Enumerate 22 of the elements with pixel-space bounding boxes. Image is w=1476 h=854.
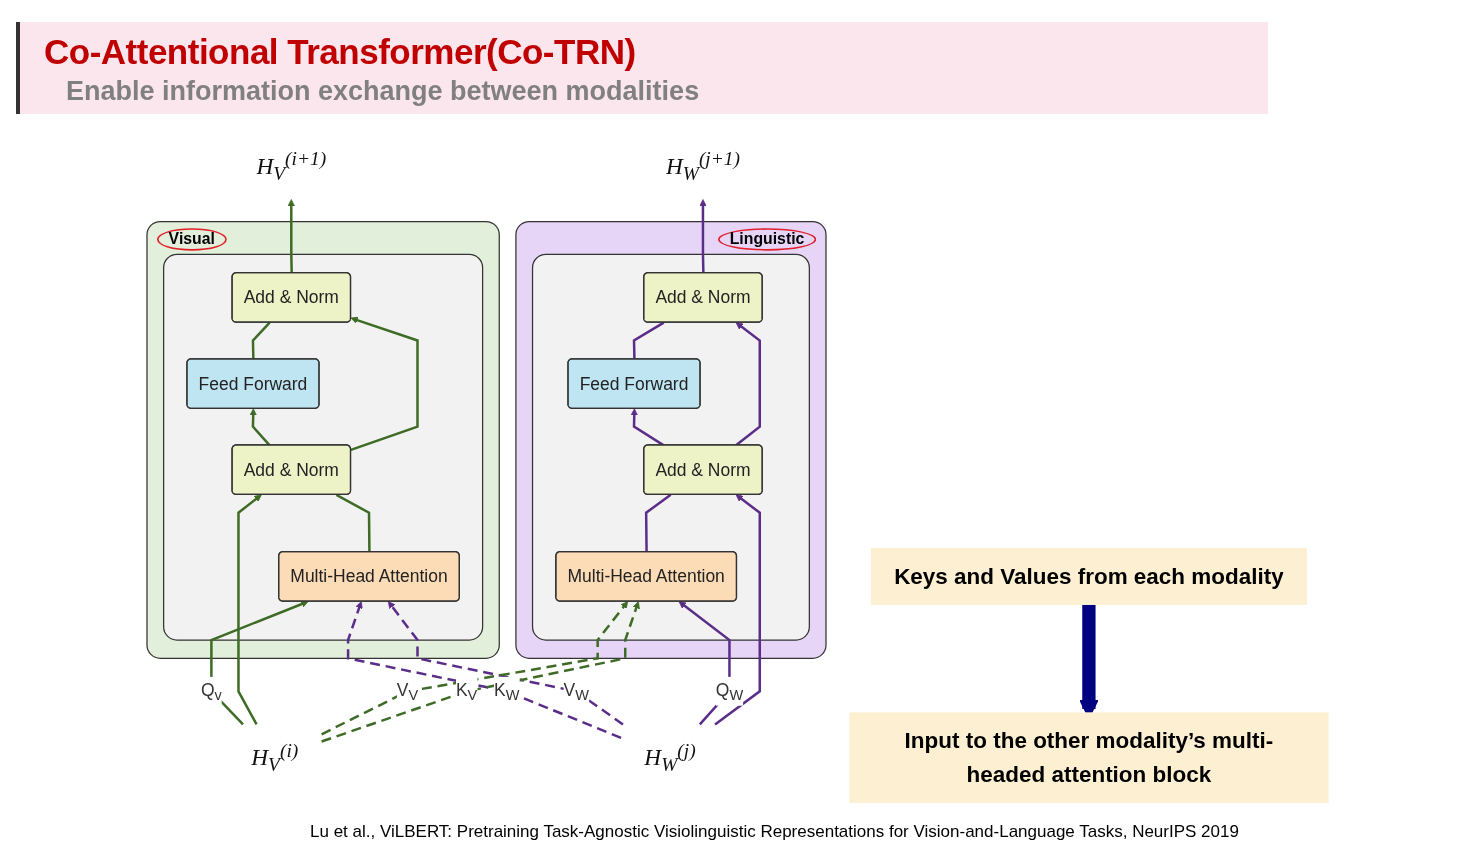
arrow [714,494,762,726]
edge-label: V$_{V}$ [397,679,419,704]
edge-label: V$_{W}$ [563,679,590,704]
cluster [532,253,811,641]
cluster [163,253,484,641]
node-box: Keys and Values from each modality [871,547,1308,605]
arrow [350,316,419,452]
connector [251,321,271,360]
citation-caption: Lu et al., ViLBERT: Pretraining Task-Agnostic Visiolinguistic Representations for Vision-and-Language Tasks, NeurIPS 2019 [310,822,1239,842]
slide-title: Co-Attentional Transformer(Co-TRN) [44,32,636,72]
edge-label: Q$_{v}$ [201,679,223,704]
edge-label: K$_{W}$ [494,679,520,704]
arrow [388,601,624,726]
edge-label: K$_{V}$ [456,679,478,704]
arrow [287,199,296,274]
arrow [237,494,262,726]
subtitle: Enable information exchange between modalities [66,76,700,107]
edge-label: Q$_{W}$ [716,679,744,704]
arrow [699,199,707,274]
connector [645,493,672,553]
connector [632,321,665,360]
node-box: Input to the other modality’s multi-headed attention block [849,712,1329,803]
